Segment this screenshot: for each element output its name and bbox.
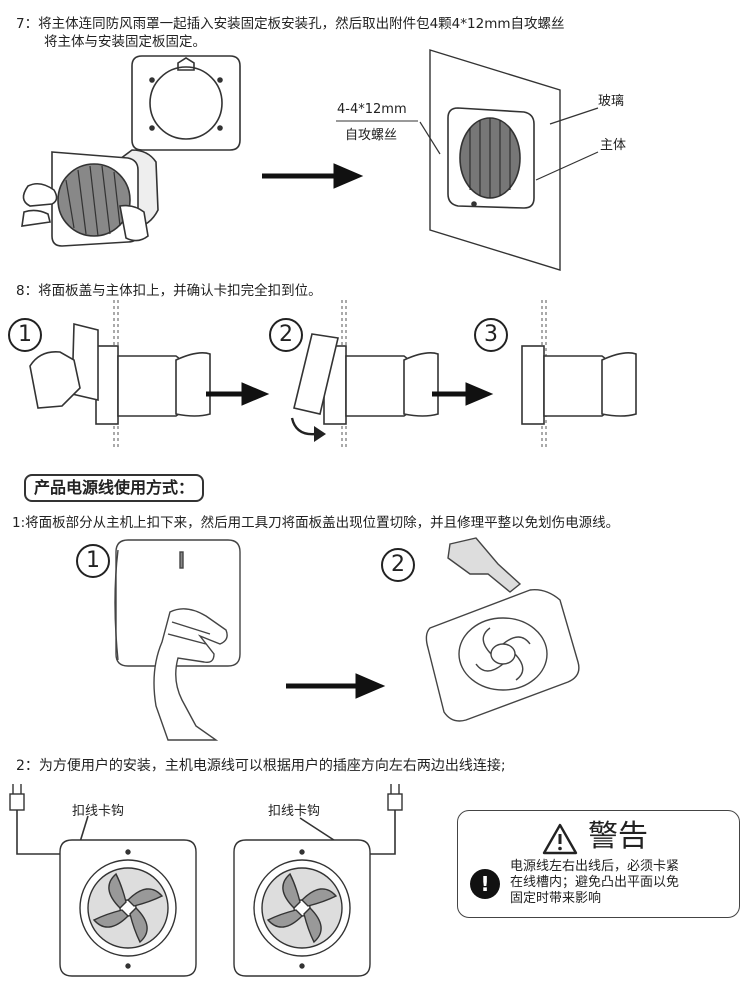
step7-illustration [21, 49, 599, 271]
step7-instruction-line2: 将主体与安装固定板固定。 [44, 34, 206, 50]
mounted-fan-unit [447, 107, 535, 209]
step8-instruction: 8：将面板盖与主体扣上，并确认卡扣完全扣到位。 [16, 283, 322, 299]
power-item2-text: 2：为方便用户的安装，主机电源线可以根据用户的插座方向左右两边出线连接; [16, 758, 506, 774]
step8-illustration [29, 300, 637, 450]
power-marker-1: 1 [76, 544, 110, 578]
hook-label-left: 扣线卡钩 [72, 804, 125, 819]
power-plug-left [9, 784, 25, 811]
power-item1-text: 1:将面板部分从主机上扣下来，然后用工具刀将面板盖出现位置切除，并且修理平整以免… [12, 515, 620, 531]
fan-unit-right [233, 839, 371, 977]
hook-label-right: 扣线卡钩 [268, 804, 321, 819]
glass-label: 玻璃 [598, 94, 625, 109]
power-plug-right [387, 784, 403, 811]
cable-routing-illustration [9, 784, 403, 977]
fan-unit-left [59, 839, 197, 977]
power-marker-2: 2 [381, 548, 415, 582]
panel-removal-illustration [114, 537, 580, 741]
fan-body-in-hands [21, 149, 159, 247]
warning-title: 警告 [588, 819, 648, 854]
mounting-plate [131, 55, 241, 151]
warning-line-3: 固定时带来影响 [510, 891, 602, 906]
step8-marker-3: 3 [474, 318, 508, 352]
power-section-title: 产品电源线使用方式： [24, 474, 205, 502]
step7-instruction-line1: 7：将主体连同防风雨罩一起插入安装固定板安装孔，然后取出附件包4颗4*12mm自… [16, 16, 565, 32]
warning-line-1: 电源线左右出线后，必须卡紧 [510, 859, 680, 874]
warning-triangle-icon [542, 823, 578, 855]
step8-marker-2: 2 [269, 318, 303, 352]
step8-marker-1: 1 [8, 318, 42, 352]
warning-box: 警告 ! 电源线左右出线后，必须卡紧 在线槽内；避免凸出平面以免 固定时带来影响 [457, 810, 740, 918]
screw-type-label: 自攻螺丝 [345, 128, 398, 143]
exclamation-icon: ! [470, 869, 500, 899]
body-label: 主体 [600, 138, 627, 153]
screw-spec-label: 4-4*12mm [337, 102, 407, 117]
step7-arrow [262, 163, 364, 189]
warning-line-2: 在线槽内；避免凸出平面以免 [510, 875, 680, 890]
